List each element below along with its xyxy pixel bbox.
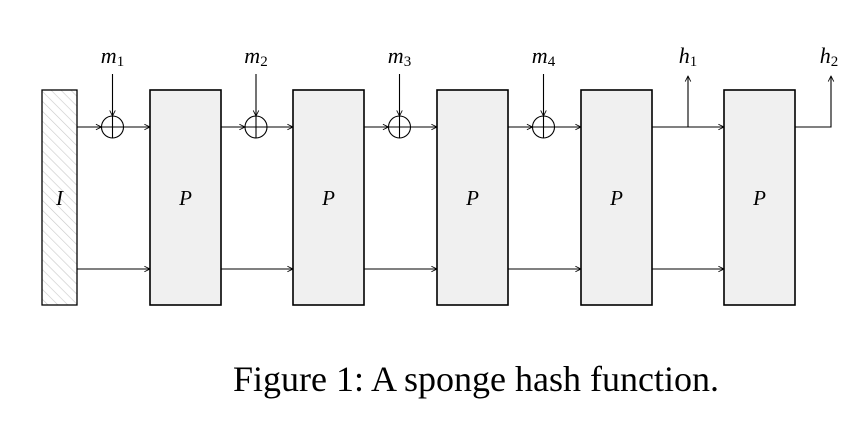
figure-caption: Figure 1: A sponge hash function. [233, 359, 719, 399]
hash-output-label-1: h1 [679, 43, 698, 70]
message-label-2: m2 [244, 43, 267, 70]
permutation-box-4 [580, 89, 653, 306]
message-label-3: m3 [388, 43, 411, 70]
xor-icon [244, 115, 268, 139]
permutation-label: P [752, 186, 766, 210]
xor-gates [100, 115, 556, 139]
xor-icon [100, 115, 125, 139]
output-arrow-2 [795, 76, 831, 128]
hash-output-label-2: h2 [820, 43, 839, 70]
io-labels: m1 m2 m3 m4 h1 h2 [101, 43, 838, 70]
permutation-box-2 [292, 89, 365, 306]
initial-state-block: I [41, 89, 78, 306]
message-label-4: m4 [532, 43, 556, 70]
permutation-label: P [609, 186, 623, 210]
xor-icon [387, 115, 412, 139]
xor-icon [531, 115, 556, 139]
permutation-label: P [465, 186, 479, 210]
initial-state-label: I [55, 186, 64, 210]
permutation-label: P [321, 186, 335, 210]
permutation-box-5 [723, 89, 796, 306]
message-label-1: m1 [101, 43, 124, 70]
permutation-box-3 [436, 89, 509, 306]
permutation-label: P [178, 186, 192, 210]
wires [77, 74, 831, 269]
permutation-box-1 [149, 89, 222, 306]
